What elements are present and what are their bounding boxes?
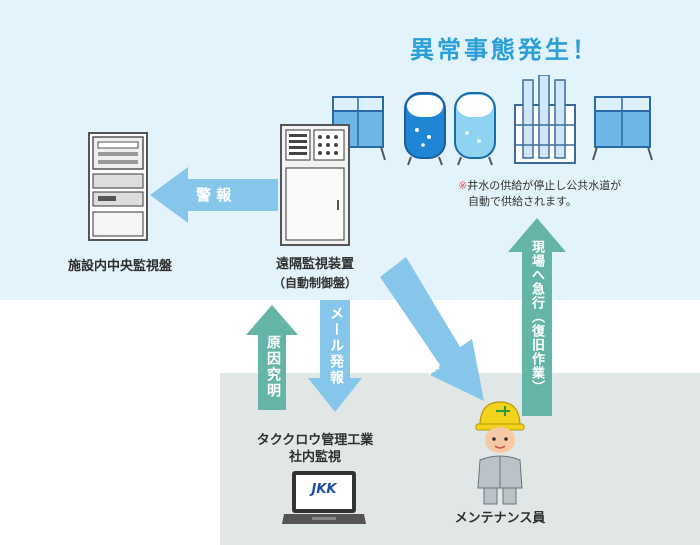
maintenance-label: メンテナンス員 xyxy=(454,511,546,526)
supply-note-line-2: 自動で供給されます。 xyxy=(468,195,577,208)
central-panel-label: 施設内中央監視盤 xyxy=(67,259,172,274)
mail-report-down-label: メール発報 xyxy=(328,306,344,386)
alarm-arrow xyxy=(150,167,278,223)
water-equipment-illustration xyxy=(330,75,653,166)
filtration-unit xyxy=(514,75,576,164)
company-label-line-1: タククロウ管理工業 xyxy=(256,433,374,448)
supply-note-line-1: ※井水の供給が停止し公共水道が xyxy=(458,179,622,192)
note-mark: ※ xyxy=(458,179,468,192)
pressure-tank-1 xyxy=(404,92,446,166)
company-label: タククロウ管理工業 社内監視 xyxy=(240,432,390,466)
rush-to-site-arrow xyxy=(508,218,566,416)
pressure-tank-2 xyxy=(454,92,496,166)
headline: 異常事態発生！ xyxy=(410,36,599,64)
remote-device-icon xyxy=(280,124,350,246)
central-panel-icon xyxy=(88,132,148,241)
storage-tank-1 xyxy=(330,96,386,161)
storage-tank-2 xyxy=(592,96,653,161)
remote-device-label: 遠隔監視装置 xyxy=(275,257,354,272)
mail-report-arrow-down xyxy=(308,300,362,412)
cause-investigation-arrow xyxy=(246,305,298,410)
rush-to-site-label: 現場へ急行（復旧作業） xyxy=(529,240,544,394)
company-label-line-2: 社内監視 xyxy=(288,450,341,465)
remote-device-sublabel: （自動制御盤） xyxy=(272,276,357,290)
mail-report-arrow-diagonal xyxy=(380,257,484,401)
supply-note: ※井水の供給が停止し公共水道が 自動で供給されます。 xyxy=(458,178,688,210)
maintenance-worker-icon xyxy=(475,401,525,505)
laptop-icon xyxy=(282,471,366,524)
laptop-logo: JKK xyxy=(311,482,337,497)
alarm-arrow-label: 警 報 xyxy=(196,186,232,204)
cause-investigation-label: 原因究明 xyxy=(265,335,281,399)
